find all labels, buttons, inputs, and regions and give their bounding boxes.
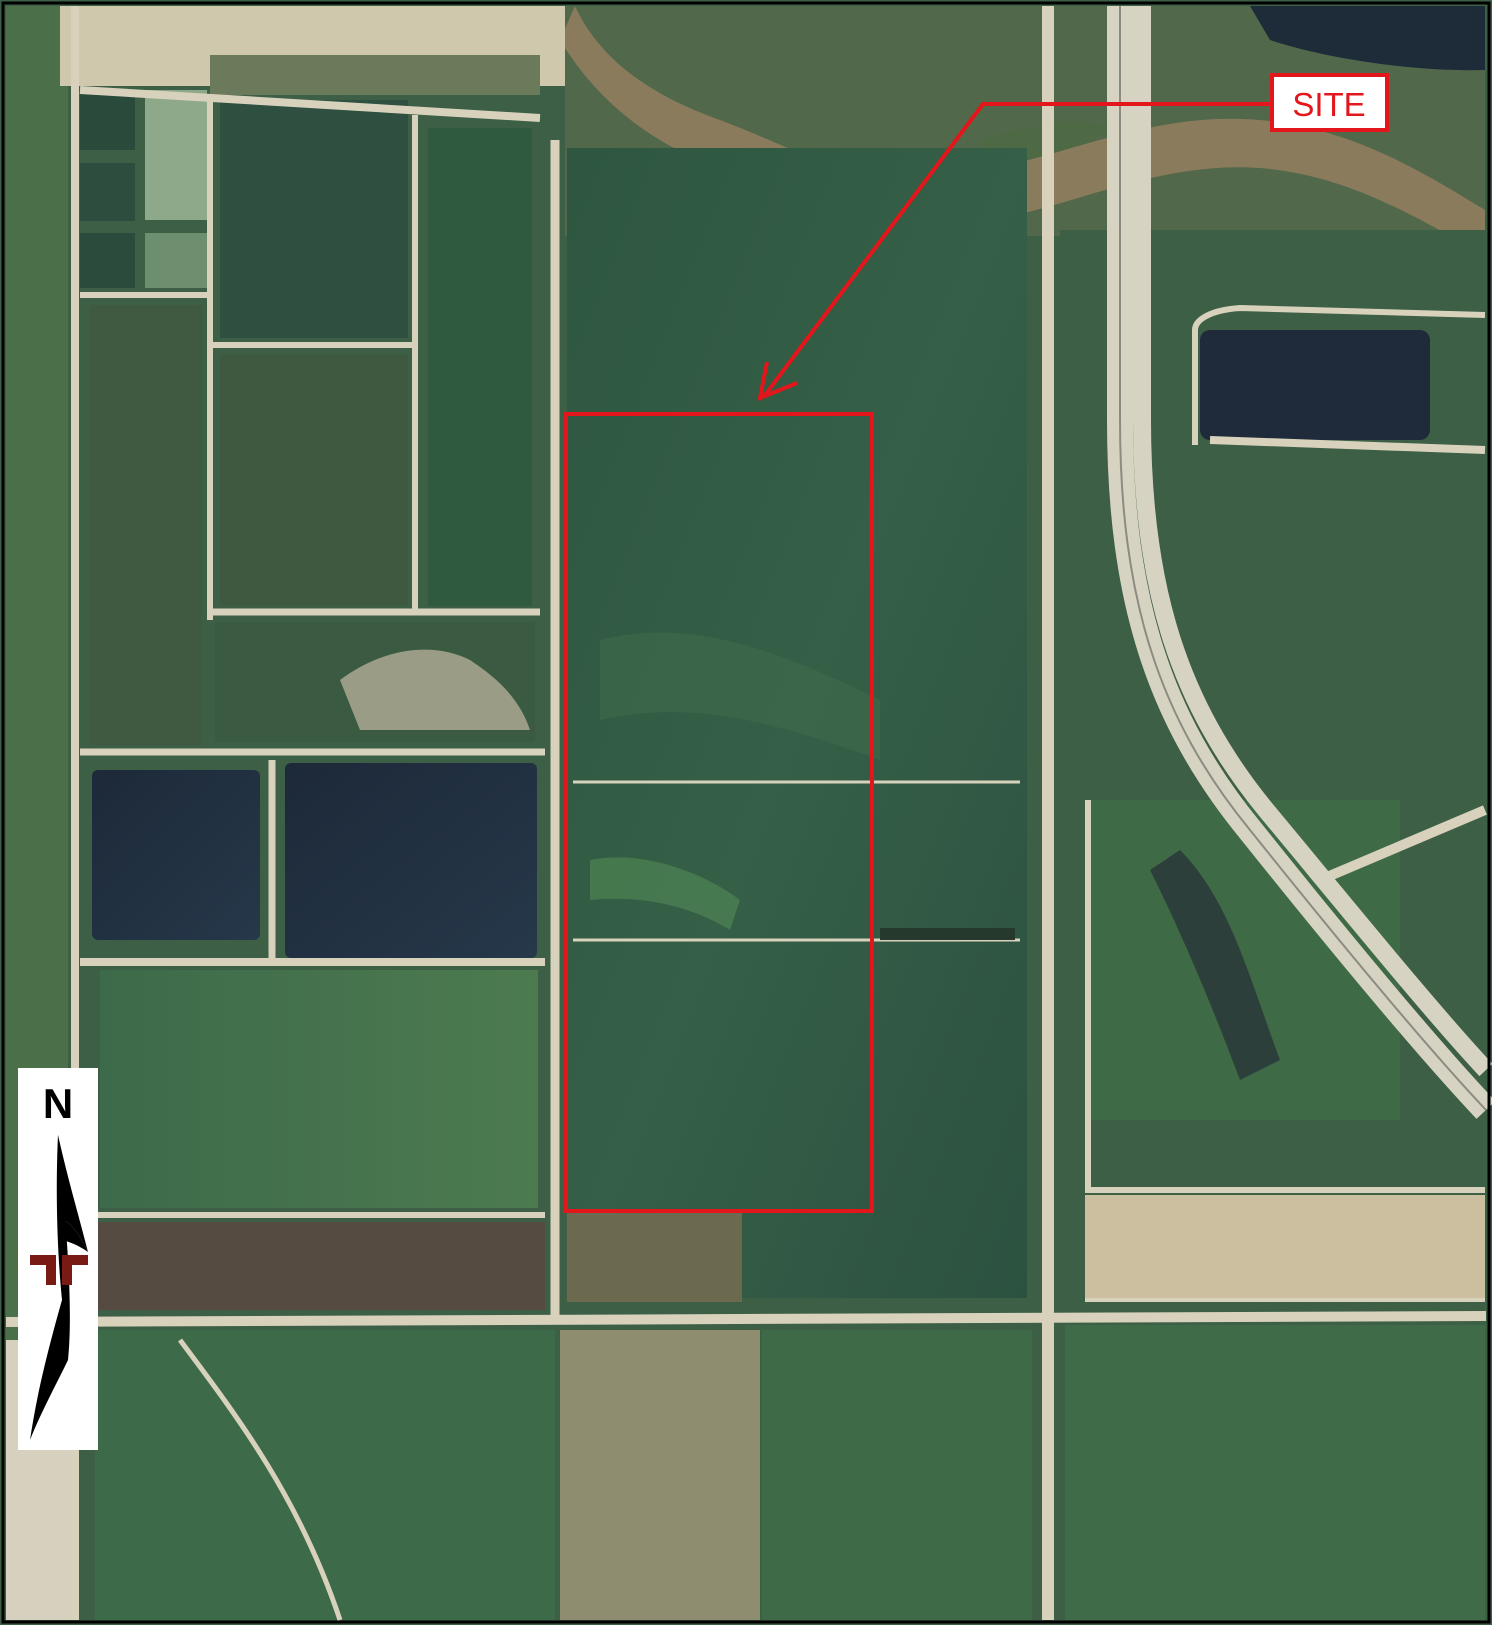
cell [80, 233, 135, 288]
field-shading [600, 632, 880, 760]
development-lot [1085, 1195, 1485, 1300]
wetland [1150, 850, 1280, 1080]
cell [220, 100, 408, 338]
facility-strip [210, 55, 540, 95]
cell [80, 90, 135, 150]
company-logo-icon [30, 1255, 88, 1285]
farmstead [567, 1212, 742, 1302]
cell [145, 233, 207, 288]
field-shading [590, 857, 740, 930]
disturbed-ground [340, 649, 530, 730]
east-pond [1200, 330, 1430, 440]
south-field [1065, 1325, 1485, 1620]
cell [80, 163, 135, 221]
south-field [95, 1330, 555, 1620]
cell [428, 128, 532, 606]
northeast-pond [1250, 6, 1485, 71]
site-boundary [564, 412, 874, 1213]
cell [90, 305, 202, 745]
north-label: N [43, 1080, 73, 1127]
roads [5, 6, 1487, 1621]
field [100, 970, 538, 1208]
cell [220, 355, 408, 605]
south-field [762, 1330, 1032, 1620]
site-arrowhead [757, 361, 798, 402]
field [95, 1222, 545, 1310]
north-arrow-icon [30, 1135, 88, 1440]
site-label: SITE [1292, 86, 1365, 123]
site-label-box [1270, 73, 1389, 132]
highway [1107, 6, 1492, 1119]
cell [145, 90, 207, 220]
site-leader-line [763, 102, 1272, 397]
pond [285, 763, 537, 958]
pond [92, 770, 260, 940]
tree-row [880, 928, 1015, 940]
north-arrow-panel: N [18, 1068, 98, 1450]
south-field [560, 1330, 760, 1620]
